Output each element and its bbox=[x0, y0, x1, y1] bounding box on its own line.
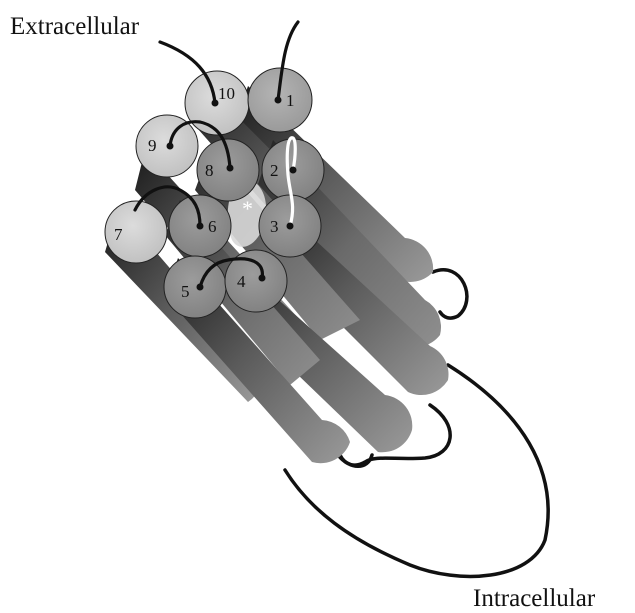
endpoint-dot bbox=[287, 223, 294, 230]
helix-label-9: 9 bbox=[148, 136, 157, 155]
helix-label-8: 8 bbox=[205, 161, 214, 180]
intracellular-loop-right bbox=[433, 270, 467, 318]
endpoint-dot bbox=[197, 223, 204, 230]
endpoint-dot bbox=[290, 167, 297, 174]
endpoint-dot bbox=[275, 97, 282, 104]
helix-label-3: 3 bbox=[270, 217, 279, 236]
helix-label-5: 5 bbox=[181, 282, 190, 301]
endpoint-dot bbox=[197, 284, 204, 291]
helix-label-6: 6 bbox=[208, 217, 217, 236]
intracellular-label: Intracellular bbox=[473, 585, 596, 612]
helix-label-4: 4 bbox=[237, 272, 246, 291]
helix-label-7: 7 bbox=[114, 225, 123, 244]
endpoint-dot bbox=[227, 165, 234, 172]
endpoint-dot bbox=[259, 275, 266, 282]
extracellular-label: Extracellular bbox=[10, 13, 140, 40]
helix-label-1: 1 bbox=[286, 91, 295, 110]
helix-label-2: 2 bbox=[270, 161, 279, 180]
helix-label-10: 10 bbox=[218, 84, 235, 103]
cavity-marker: * bbox=[242, 196, 253, 221]
endpoint-dot bbox=[167, 143, 174, 150]
